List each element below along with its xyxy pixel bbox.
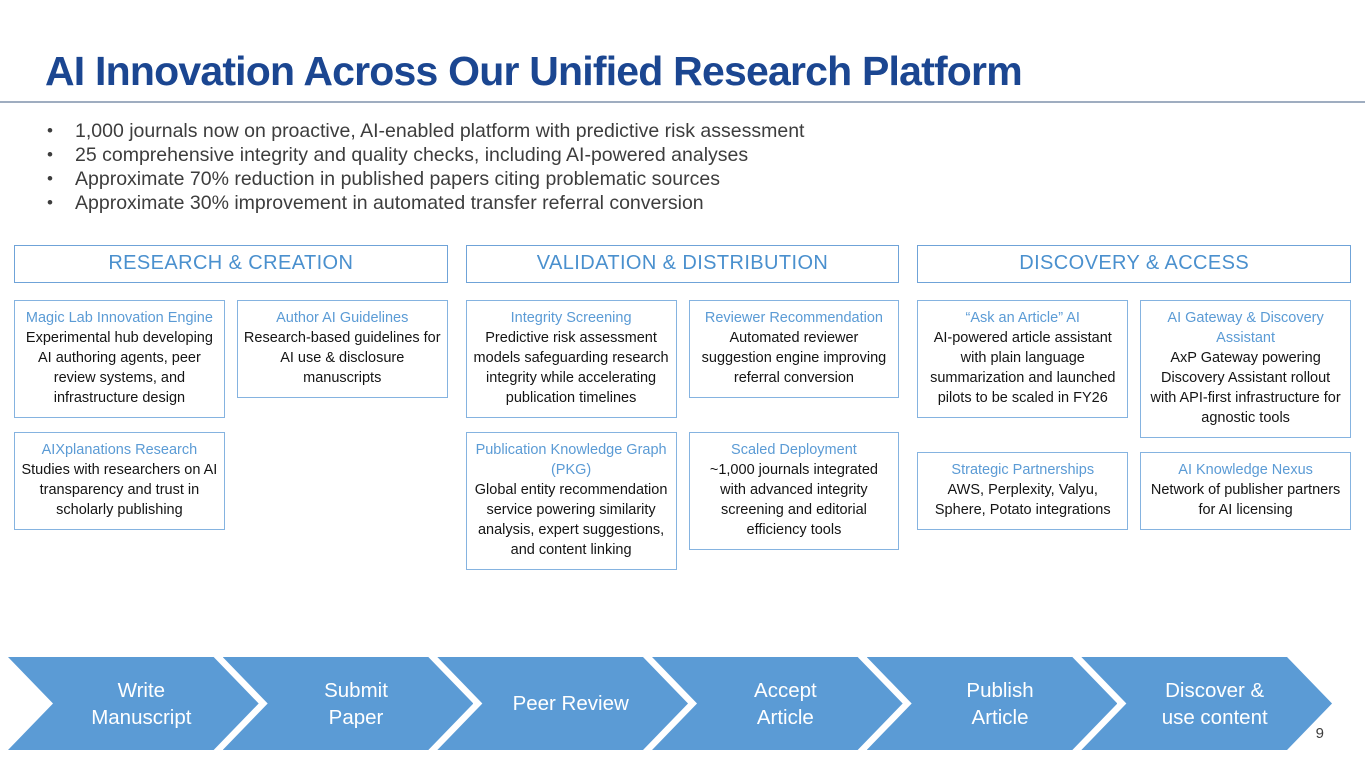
card-body: AI-powered article assistant with plain …	[930, 330, 1116, 406]
card-title: AIXplanations Research	[41, 442, 198, 458]
page-title: AI Innovation Across Our Unified Researc…	[45, 48, 1023, 94]
card-body: Global entity recommendation service pow…	[474, 482, 668, 558]
summary-bullet-list: 1,000 journals now on proactive, AI-enab…	[45, 119, 1335, 215]
flow-step-write-manuscript: Write Manuscript	[8, 657, 259, 750]
bullet-item: 1,000 journals now on proactive, AI-enab…	[45, 119, 1335, 143]
flow-step-submit-paper: Submit Paper	[223, 657, 474, 750]
column-research-creation: RESEARCH & CREATION Magic Lab Innovation…	[14, 245, 448, 570]
card-body: Network of publisher partners for AI lic…	[1150, 482, 1341, 518]
card-publication-knowledge-graph: Publication Knowledge Graph (PKG) Global …	[465, 432, 677, 570]
card-title: Strategic Partnerships	[951, 462, 1095, 478]
card-body: Research-based guidelines for AI use & d…	[243, 330, 441, 386]
card-body: Automated reviewer suggestion engine imp…	[701, 330, 887, 386]
card-title: Author AI Guidelines	[276, 310, 409, 326]
card-body: Studies with researchers on AI transpare…	[21, 462, 218, 518]
flow-step-publish-article: Publish Article	[867, 657, 1118, 750]
card-body: ~1,000 journals integrated with advanced…	[709, 462, 878, 538]
card-title: Magic Lab Innovation Engine	[25, 310, 213, 326]
column-header: RESEARCH & CREATION	[14, 245, 448, 283]
card-ask-an-article-ai: “Ask an Article” AI AI-powered article as…	[917, 300, 1129, 418]
card-body: Predictive risk assessment models safegu…	[473, 330, 669, 406]
bullet-item: Approximate 30% improvement in automated…	[45, 191, 1335, 215]
flow-step-discover-use-content: Discover & use content	[1081, 657, 1332, 750]
bullet-item: Approximate 70% reduction in published p…	[45, 167, 1335, 191]
bullet-item: 25 comprehensive integrity and quality c…	[45, 143, 1335, 167]
flow-step-peer-review: Peer Review	[437, 657, 688, 750]
card-scaled-deployment: Scaled Deployment ~1,000 journals integra…	[688, 432, 900, 550]
flow-step-accept-article: Accept Article	[652, 657, 903, 750]
card-title: Reviewer Recommendation	[704, 310, 883, 326]
column-discovery-access: DISCOVERY & ACCESS “Ask an Article” AI AI…	[917, 245, 1352, 570]
publishing-process-flow: Write Manuscript Submit Paper Peer Revie…	[8, 657, 1332, 750]
card-title: Integrity Screening	[510, 310, 632, 326]
card-body: AWS, Perplexity, Valyu, Sphere, Potato i…	[934, 482, 1111, 518]
card-title: Publication Knowledge Graph (PKG)	[475, 442, 667, 478]
card-body: AxP Gateway powering Discovery Assistant…	[1150, 350, 1341, 426]
card-title: AI Gateway & Discovery Assistant	[1167, 310, 1324, 346]
platform-columns: RESEARCH & CREATION Magic Lab Innovation…	[14, 245, 1352, 570]
column-header: VALIDATION & DISTRIBUTION	[465, 245, 900, 283]
card-title: Scaled Deployment	[731, 442, 857, 458]
card-title: “Ask an Article” AI	[965, 310, 1080, 326]
column-validation-distribution: VALIDATION & DISTRIBUTION Integrity Scre…	[465, 245, 900, 570]
card-grid: “Ask an Article” AI AI-powered article as…	[917, 300, 1352, 530]
card-body: Experimental hub developing AI authoring…	[25, 330, 213, 406]
page-number: 9	[1315, 725, 1324, 742]
title-divider	[0, 101, 1365, 103]
card-title: AI Knowledge Nexus	[1178, 462, 1313, 478]
column-header: DISCOVERY & ACCESS	[917, 245, 1352, 283]
